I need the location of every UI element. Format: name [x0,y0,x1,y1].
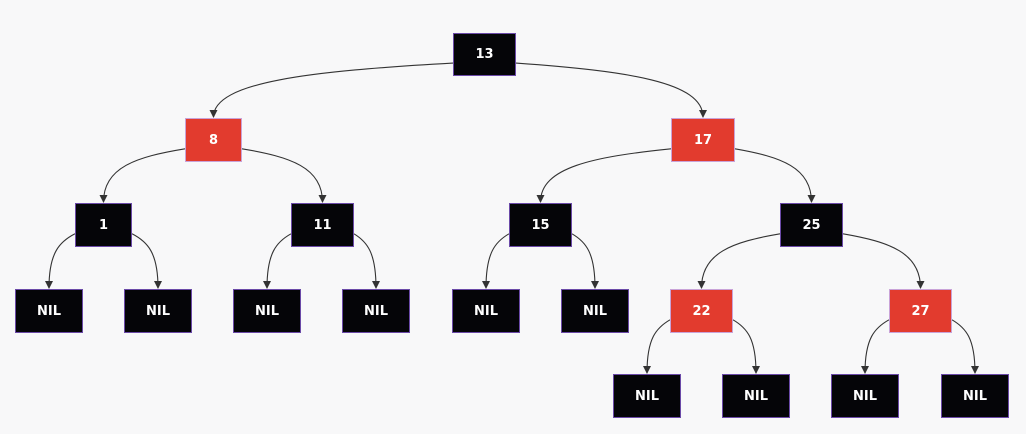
node-nil: NIL [722,374,790,418]
tree-edge [536,148,672,203]
tree-edge [482,233,510,289]
tree-edge [45,233,76,289]
node-nil: NIL [124,289,192,333]
node-nil: NIL [941,374,1009,418]
node-1: 1 [75,203,132,247]
tree-edge [643,319,671,374]
tree-edge [951,319,979,374]
tree-edge [353,233,380,289]
node-nil: NIL [15,289,83,333]
tree-edge [263,233,292,289]
tree-edge [861,319,890,374]
tree-edge [515,62,707,118]
node-nil: NIL [613,374,681,418]
tree-edge [571,233,599,289]
tree-edge [697,233,781,289]
node-nil: NIL [452,289,520,333]
node-nil: NIL [342,289,410,333]
node-8: 8 [185,118,242,162]
tree-edge [241,148,327,203]
node-17: 17 [671,118,735,162]
tree-edge [99,148,186,203]
node-nil: NIL [561,289,629,333]
tree-edge [131,233,162,289]
tree-edge [732,319,760,374]
node-11: 11 [291,203,354,247]
node-nil: NIL [831,374,899,418]
tree-edge [734,148,816,203]
node-nil: NIL [233,289,301,333]
node-13: 13 [453,33,516,76]
node-22: 22 [670,289,733,333]
node-27: 27 [889,289,952,333]
node-25: 25 [780,203,843,247]
tree-edge [209,62,454,118]
node-15: 15 [509,203,572,247]
tree-edge [842,233,925,289]
